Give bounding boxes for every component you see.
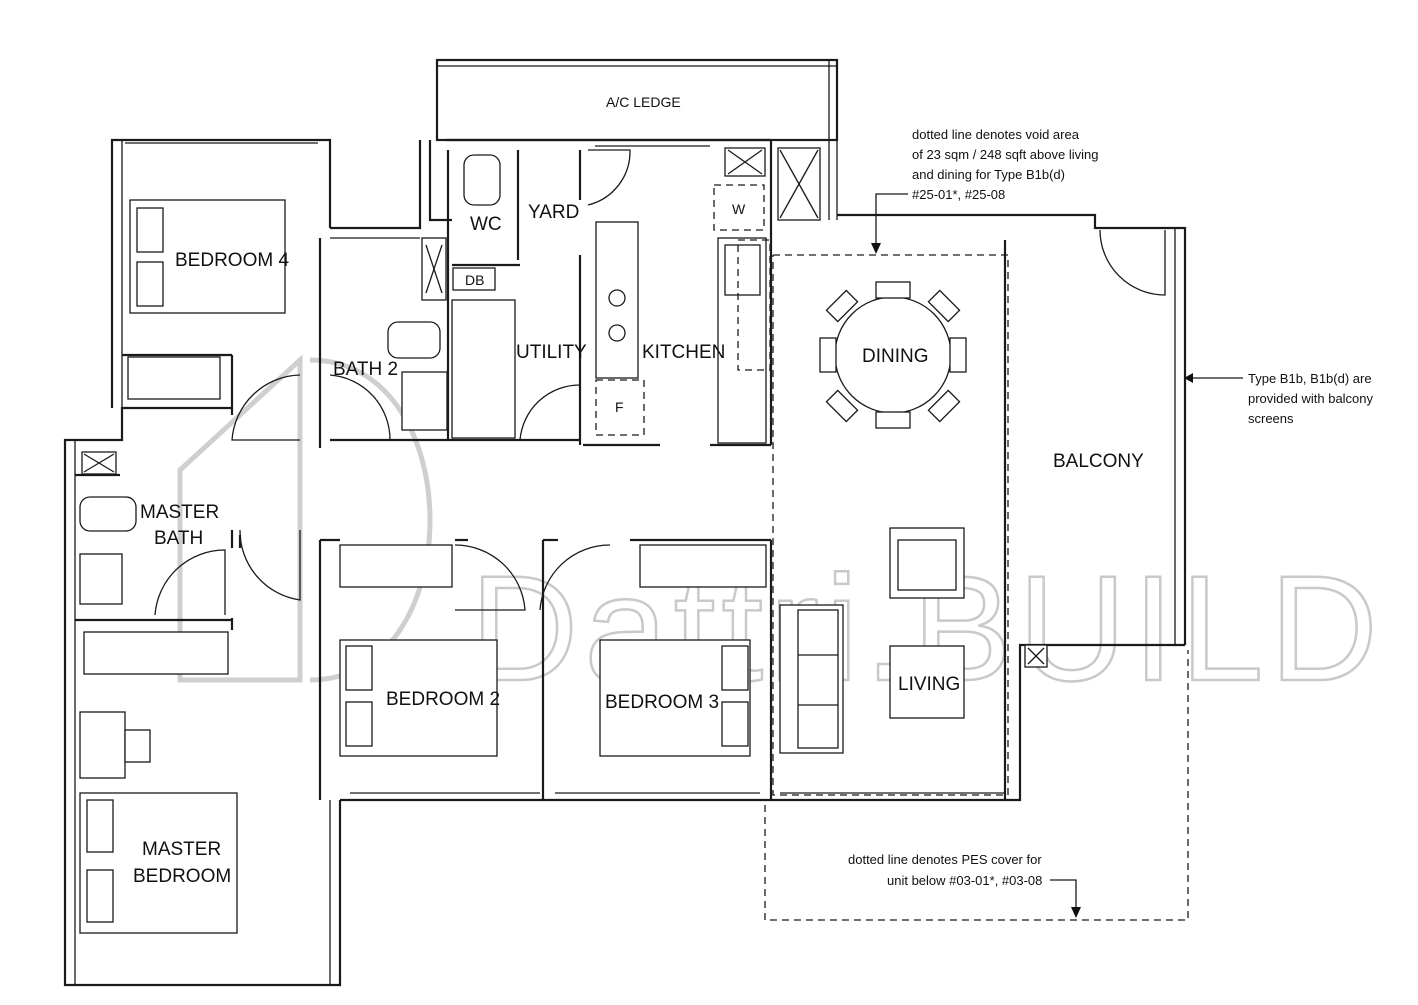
label-living: LIVING: [898, 674, 960, 695]
room-labels: A/C LEDGE WC YARD DB W F BEDROOM 4 BATH …: [133, 94, 1144, 887]
note-void-line-3: and dining for Type B1b(d): [912, 167, 1065, 182]
label-w: W: [732, 201, 746, 217]
dining-set: [819, 281, 967, 429]
label-master-bedroom-1: MASTER: [142, 839, 221, 860]
label-utility: UTILITY: [516, 342, 587, 363]
label-ac-ledge: A/C LEDGE: [606, 94, 681, 110]
note-screens-line-2: provided with balcony: [1248, 391, 1374, 406]
wardrobes: [83, 356, 767, 675]
label-bedroom-4: BEDROOM 4: [175, 250, 289, 271]
note-void-line-4: #25-01*, #25-08: [912, 187, 1005, 202]
label-master-bath-1: MASTER: [140, 502, 219, 523]
label-f: F: [615, 399, 624, 415]
note-pes-line-2: unit below #03-01*, #03-08: [887, 873, 1042, 888]
note-pes: dotted line denotes PES cover for unit b…: [848, 852, 1081, 918]
note-void-line-1: dotted line denotes void area: [912, 127, 1080, 142]
beds: [79, 199, 751, 934]
label-bath-2: BATH 2: [333, 359, 398, 380]
note-screens-line-3: screens: [1248, 411, 1294, 426]
pes-cover-dotted: [764, 650, 1189, 921]
note-void: dotted line denotes void area of 23 sqm …: [871, 127, 1098, 254]
doors: [154, 149, 1166, 616]
living-furniture: [779, 527, 965, 754]
label-master-bath-2: BATH: [154, 528, 203, 549]
label-kitchen: KITCHEN: [642, 342, 725, 363]
label-master-bedroom-2: BEDROOM: [133, 866, 231, 887]
note-void-line-2: of 23 sqm / 248 sqft above living: [912, 147, 1098, 162]
label-dining: DINING: [862, 346, 929, 367]
label-bedroom-3: BEDROOM 3: [605, 692, 719, 713]
interior-walls: [75, 140, 1007, 800]
note-screens: Type B1b, B1b(d) are provided with balco…: [1184, 371, 1374, 426]
label-yard: YARD: [528, 202, 579, 223]
note-screens-line-1: Type B1b, B1b(d) are: [1248, 371, 1372, 386]
outer-walls: [63, 138, 1187, 987]
fixtures: [79, 147, 1048, 668]
label-db: DB: [465, 272, 484, 288]
label-wc: WC: [470, 214, 502, 235]
note-pes-line-1: dotted line denotes PES cover for: [848, 852, 1042, 867]
void-area-dotted: [772, 254, 1009, 796]
label-balcony: BALCONY: [1053, 451, 1144, 472]
label-bedroom-2: BEDROOM 2: [386, 689, 500, 710]
